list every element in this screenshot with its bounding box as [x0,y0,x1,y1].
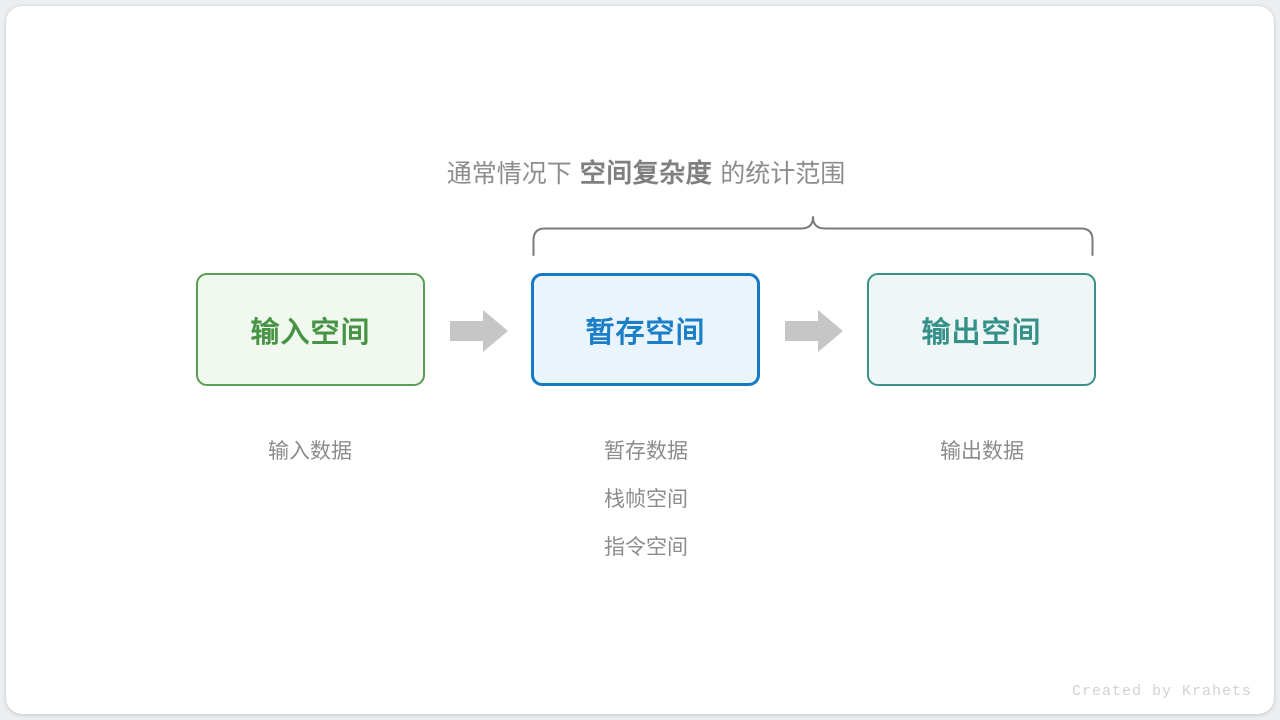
range-caption: 通常情况下空间复杂度的统计范围 [6,154,1274,193]
desc-line: 暂存数据 [604,440,688,463]
box-temp-space: 暂存空间 [531,273,760,386]
slide-card: 通常情况下空间复杂度的统计范围 输入空间 暂存空间 输出空间 输入数据 暂存数据… [6,6,1274,714]
box-temp-space-label: 暂存空间 [585,316,706,349]
caption-prefix: 通常情况下 [446,160,572,188]
arrow-right-icon [450,310,508,352]
desc-line: 输入数据 [268,440,352,463]
box-input-space: 输入空间 [196,273,425,386]
desc-column-input: 输入数据 [160,428,460,476]
desc-line: 栈帧空间 [604,488,688,511]
desc-column-output: 输出数据 [832,428,1132,476]
curly-brace-icon [532,216,1094,256]
box-output-space-label: 输出空间 [921,316,1042,349]
box-output-space: 输出空间 [867,273,1096,386]
caption-emphasis: 空间复杂度 [579,158,713,188]
desc-column-temp: 暂存数据 栈帧空间 指令空间 [496,428,796,572]
desc-line: 指令空间 [604,536,688,559]
box-input-space-label: 输入空间 [250,316,371,349]
caption-suffix: 的统计范围 [720,160,846,188]
watermark-credit: Created by Krahets [1071,683,1252,700]
arrow-right-icon [785,310,843,352]
desc-line: 输出数据 [940,440,1024,463]
